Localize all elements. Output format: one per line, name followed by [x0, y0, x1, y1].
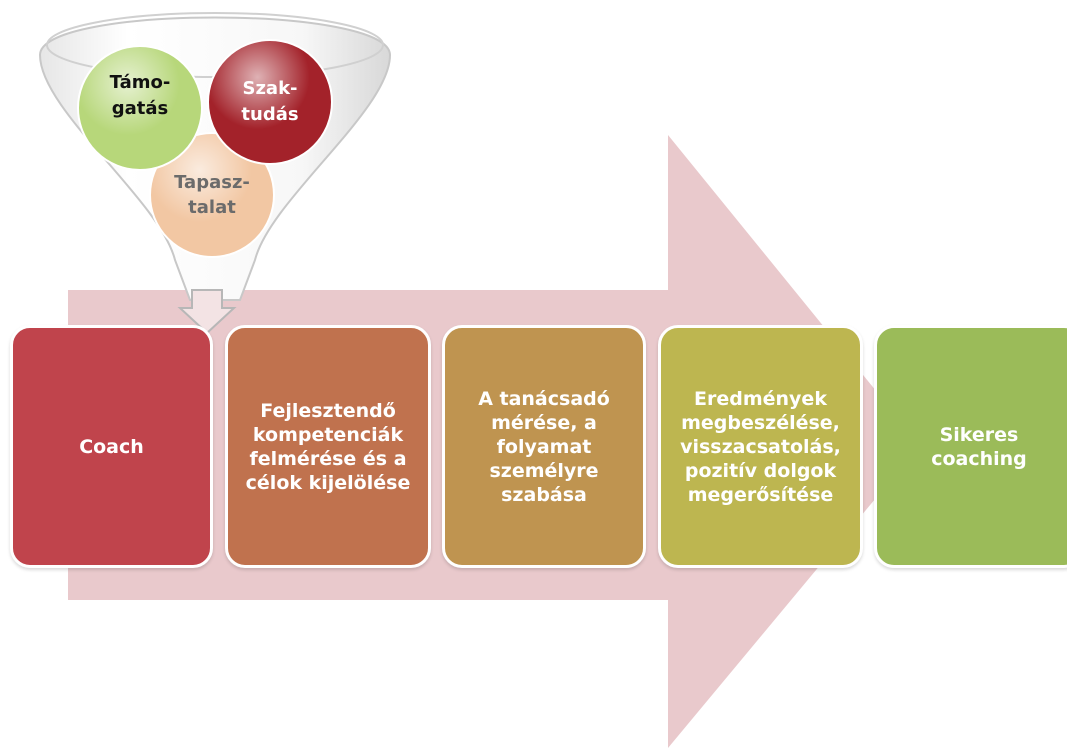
step-coach: Coach	[10, 325, 213, 568]
step-coach-label: Coach	[79, 435, 144, 458]
step-fejlesztendo: Fejlesztendő kompetenciák felmérése és a…	[225, 325, 431, 568]
step-tanacsado: A tanácsadó mérése, a folyamat személyre…	[442, 325, 646, 568]
step-sikeres: Sikeres coaching	[874, 325, 1067, 568]
circle-tapasztalat-label-1: Tapasz-	[174, 172, 250, 193]
down-arrow-icon	[177, 289, 237, 335]
step-fejlesztendo-label: Fejlesztendő kompetenciák felmérése és a…	[245, 399, 411, 494]
step-eredmenyek: Eredmények megbeszélése, visszacsatolás,…	[658, 325, 863, 568]
circle-tapasztalat: Tapasz- talat	[149, 132, 275, 258]
step-sikeres-label: Sikeres coaching	[931, 423, 1027, 470]
step-tanacsado-label: A tanácsadó mérése, a folyamat személyre…	[478, 387, 610, 506]
circle-szaktudas: Szak- tudás	[207, 39, 333, 165]
circle-tamogatas-label-1: Támo-	[110, 72, 171, 93]
funnel: Tapasz- talat Támo- gatás Szak- tudás	[38, 12, 392, 335]
circle-tapasztalat-label-2: talat	[188, 197, 236, 218]
circle-tamogatas: Támo- gatás	[77, 45, 203, 171]
circle-szaktudas-label-2: tudás	[241, 104, 298, 125]
circle-szaktudas-label-1: Szak-	[242, 78, 297, 99]
circle-tamogatas-label-2: gatás	[112, 98, 169, 119]
step-eredmenyek-label: Eredmények megbeszélése, visszacsatolás,…	[680, 387, 841, 506]
